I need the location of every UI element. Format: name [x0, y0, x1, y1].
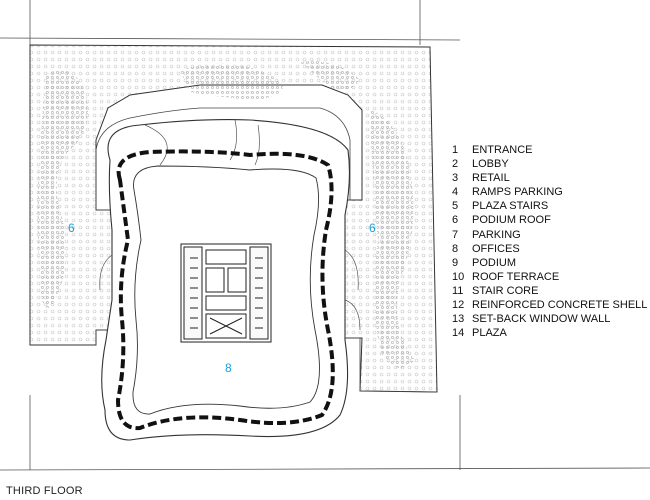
concrete-shell-inner	[132, 165, 320, 415]
zone-label-podium-roof-left: 6	[68, 221, 75, 235]
legend-label: PLAZA STAIRS	[472, 200, 549, 213]
legend-label: PODIUM	[472, 256, 516, 269]
legend-number: 4	[452, 186, 459, 199]
site-boundary	[0, 0, 650, 471]
legend-number: 7	[452, 228, 459, 241]
podium-edge	[95, 107, 438, 393]
legend-item: 11 STAIR CORE	[452, 284, 647, 298]
legend-label: SET-BACK WINDOW WALL	[472, 313, 611, 326]
legend-item: 9 PODIUM	[452, 256, 647, 270]
legend-label: RAMPS PARKING	[472, 186, 563, 199]
legend-number: 2	[452, 158, 459, 171]
zone-label-podium-roof-right: 6	[369, 221, 376, 235]
legend-item: 14 PLAZA	[452, 326, 647, 340]
legend-label: PLAZA	[472, 327, 507, 340]
legend-number: 3	[452, 172, 459, 185]
legend-label: PARKING	[472, 228, 521, 241]
legend-number: 5	[452, 200, 459, 213]
zone-label-offices: 8	[225, 361, 232, 375]
legend-label: OFFICES	[472, 242, 520, 255]
legend-item: 3 RETAIL	[452, 171, 647, 185]
legend-number: 8	[452, 242, 459, 255]
legend-number: 13	[452, 313, 465, 326]
legend-number: 6	[452, 214, 459, 227]
legend-label: ROOF TERRACE	[472, 270, 560, 283]
legend-label: ENTRANCE	[472, 144, 533, 156]
legend-item: 4 RAMPS PARKING	[452, 185, 647, 199]
legend-number: 9	[452, 256, 459, 269]
legend-label: RETAIL	[472, 172, 510, 185]
legend-number: 14	[452, 327, 465, 340]
legend-number: 12	[452, 299, 465, 312]
floor-title: THIRD FLOOR	[6, 485, 83, 497]
legend-item: 10 ROOF TERRACE	[452, 270, 647, 284]
legend-label: REINFORCED CONCRETE SHELL	[472, 299, 648, 312]
legend-item: 12 REINFORCED CONCRETE SHELL	[452, 298, 647, 312]
plan-lines	[99, 119, 361, 331]
legend-label: LOBBY	[472, 158, 509, 171]
legend-item: 13 SET-BACK WINDOW WALL	[452, 312, 647, 326]
landscape-texture	[37, 61, 415, 368]
legend-number: 10	[452, 270, 465, 283]
concrete-shell-outer	[115, 149, 335, 431]
legend-number: 1	[452, 144, 459, 156]
legend-item: 6 PODIUM ROOF	[452, 213, 647, 227]
legend-item: 8 OFFICES	[452, 242, 647, 256]
legend-number: 11	[452, 284, 464, 297]
legend-item: 1 ENTRANCE	[452, 143, 647, 157]
legend-item: 7 PARKING	[452, 228, 647, 242]
legend-label: PODIUM ROOF	[472, 214, 551, 227]
stair-core	[180, 243, 272, 343]
legend-label: STAIR CORE	[472, 284, 539, 297]
legend-item: 2 LOBBY	[452, 157, 647, 171]
legend-item: 5 PLAZA STAIRS	[452, 199, 647, 213]
